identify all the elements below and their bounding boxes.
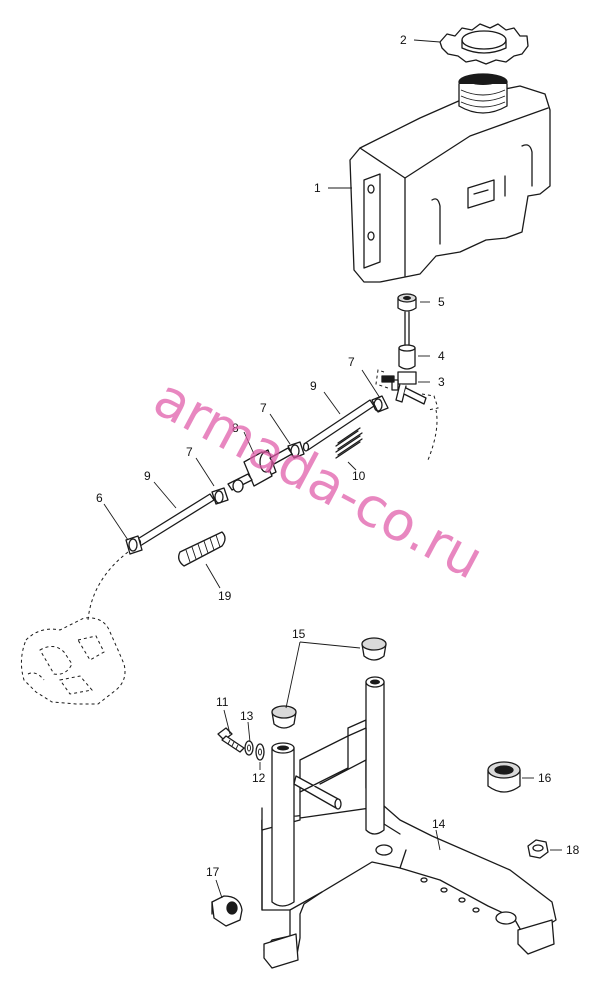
part-fuel-tank: [349, 73, 551, 283]
part-grommet-15b: [271, 705, 297, 729]
part-fuel-hose-9a: [302, 399, 375, 452]
callout-4: 4: [438, 349, 445, 363]
callout-6: 6: [96, 491, 103, 505]
part-tank-stand-14: [261, 676, 557, 969]
part-washer-12: [255, 743, 265, 761]
callout-12: 12: [252, 771, 266, 785]
part-washer-13: [244, 740, 254, 756]
part-p-clamp-17: [211, 895, 243, 927]
part-grommet-15a: [361, 637, 387, 661]
part-shutoff-valve-3: [375, 369, 439, 461]
callout-8: 8: [232, 421, 239, 435]
callout-7b: 7: [260, 401, 267, 415]
hose-route-to-engine: [87, 551, 129, 621]
callout-7c: 7: [186, 445, 193, 459]
callout-14: 14: [432, 817, 446, 831]
callout-3: 3: [438, 375, 445, 389]
part-hose-clamp-6: [125, 535, 143, 555]
part-fuel-cap: [439, 23, 529, 65]
part-nut-18: [527, 839, 549, 859]
callout-16: 16: [538, 771, 552, 785]
callout-18: 18: [566, 843, 580, 857]
part-fuel-filter-8: [227, 447, 293, 493]
callout-7a: 7: [348, 355, 355, 369]
part-hose-clamp-7c: [211, 487, 229, 505]
callout-15: 15: [292, 627, 306, 641]
callout-11: 11: [216, 695, 229, 709]
callout-17: 17: [206, 865, 220, 879]
callout-9a: 9: [310, 379, 317, 393]
callout-1: 1: [314, 181, 321, 195]
leader-lines: [103, 39, 562, 899]
callout-19: 19: [218, 589, 232, 603]
callout-labels: 2 1 5 4 3 7 9 7 8 7 9 10 6 19 15 11 13 1…: [96, 33, 580, 879]
callout-10: 10: [352, 469, 366, 483]
callout-2: 2: [400, 33, 407, 47]
part-spring-19: [178, 531, 226, 567]
part-grommet-5: [397, 293, 417, 312]
part-hose-clamp-7a: [371, 395, 389, 413]
callout-9b: 9: [144, 469, 151, 483]
callout-13: 13: [240, 709, 254, 723]
engine-carburetor-phantom: [20, 617, 126, 705]
part-fuel-hose-9b: [134, 493, 215, 548]
callout-5: 5: [438, 295, 445, 309]
part-bolt-11: [217, 727, 245, 753]
part-spring-10: [335, 427, 363, 459]
part-pickup-fitting-4: [398, 311, 416, 370]
part-grommet-16: [487, 761, 521, 793]
